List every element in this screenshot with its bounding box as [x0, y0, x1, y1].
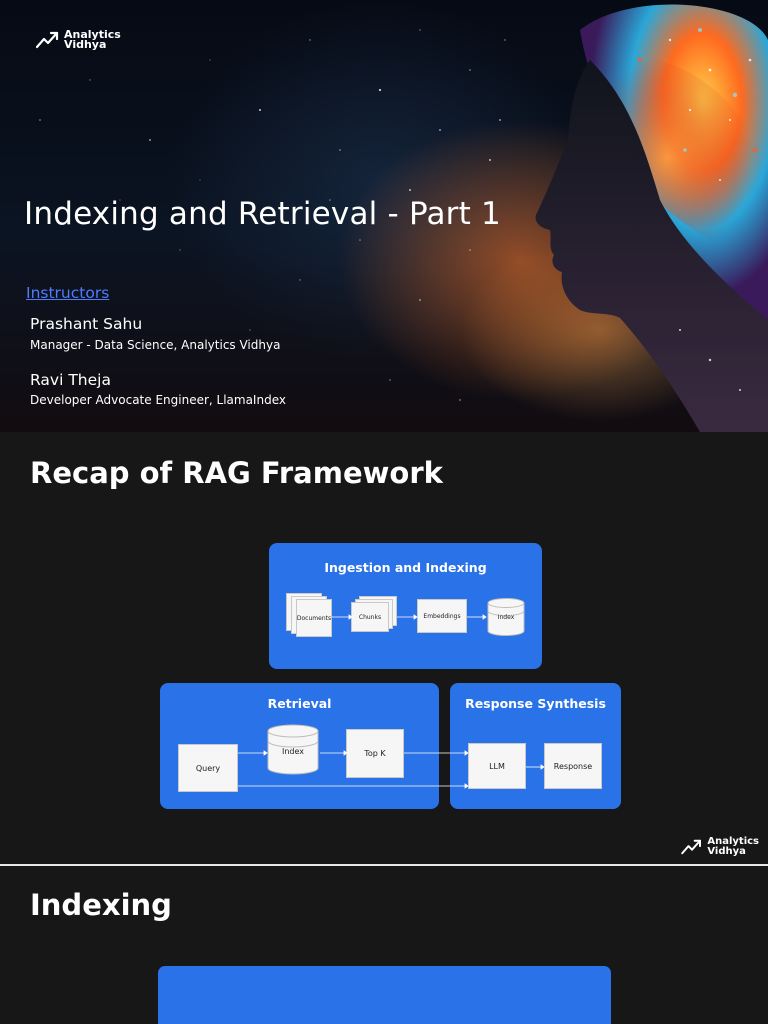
instructor-name: Prashant Sahu — [30, 315, 143, 333]
index-node-label: Index — [281, 747, 305, 756]
database-cylinder-icon — [267, 724, 319, 775]
logo-line2: Vidhya — [64, 38, 107, 51]
instructor-name: Ravi Theja — [30, 371, 111, 389]
trend-arrow-icon — [681, 839, 702, 854]
slide-title: Indexing — [30, 888, 172, 922]
indexing-slide: Indexing — [0, 866, 768, 1024]
llm-node: LLM — [468, 743, 526, 789]
ingestion-arrows — [332, 614, 487, 620]
ingestion-indexing-panel: Ingestion and Indexing Documents Chunks … — [269, 543, 542, 669]
ai-head-illustration — [535, 4, 768, 432]
response-synthesis-panel: Response Synthesis LLM Response — [450, 683, 621, 809]
recap-slide: Recap of RAG Framework Ingestion and Ind… — [0, 434, 768, 864]
query-node: Query — [178, 744, 238, 792]
logo-line2: Vidhya — [707, 845, 746, 857]
panel-title: Ingestion and Indexing — [324, 560, 487, 575]
retrieval-arrows — [238, 750, 545, 789]
analytics-vidhya-logo: Analytics Vidhya — [681, 837, 759, 856]
logo-line1: Analytics — [64, 28, 121, 41]
embeddings-node: Embeddings — [417, 599, 467, 633]
indexing-diagram-panel — [158, 966, 611, 1024]
instructors-link[interactable]: Instructors — [26, 284, 110, 302]
title-slide: Analytics Vidhya Indexing and Retrieval … — [0, 0, 768, 432]
instructor-role: Manager - Data Science, Analytics Vidhya — [30, 338, 281, 352]
starfield-background — [39, 29, 506, 401]
documents-node: Documents — [296, 599, 332, 637]
instructor-role: Developer Advocate Engineer, LlamaIndex — [30, 393, 286, 407]
panel-title: Retrieval — [267, 696, 332, 711]
panel-title: Response Synthesis — [465, 696, 606, 711]
response-node: Response — [544, 743, 602, 789]
chunks-node: Chunks — [351, 602, 389, 632]
slide-divider — [0, 864, 768, 866]
slide-title: Indexing and Retrieval - Part 1 — [24, 196, 501, 232]
logo-line1: Analytics — [707, 836, 759, 847]
slide-title: Recap of RAG Framework — [30, 456, 443, 490]
analytics-vidhya-logo: Analytics Vidhya — [36, 28, 121, 51]
trend-arrow-icon — [36, 31, 59, 49]
index-node-label: Index — [497, 614, 515, 621]
database-cylinder-icon — [487, 598, 525, 636]
